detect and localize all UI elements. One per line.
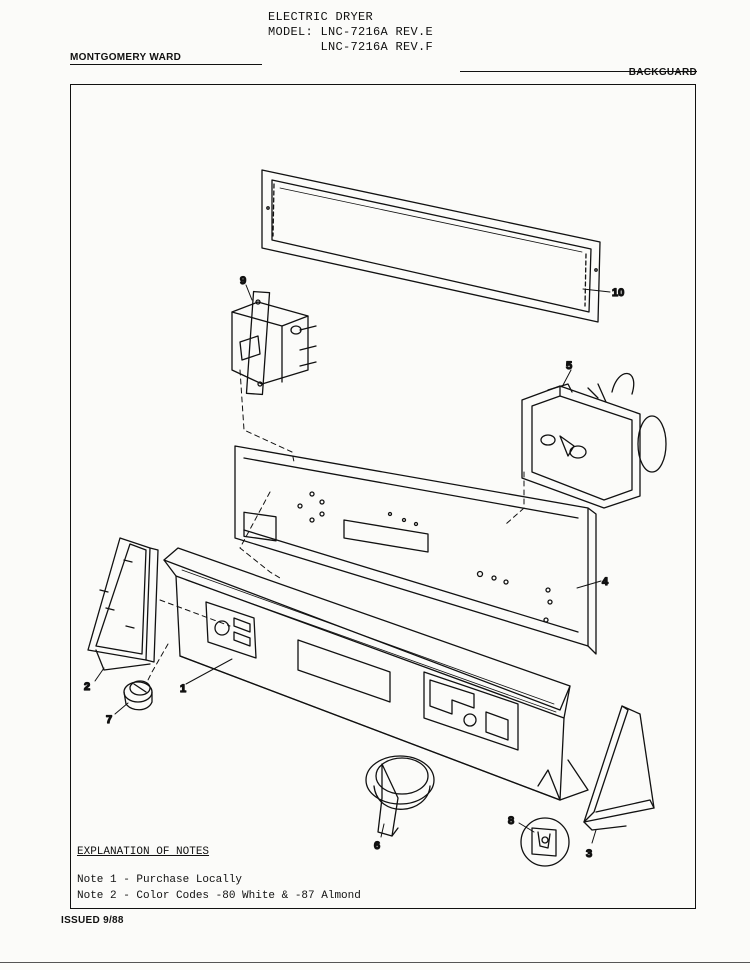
part-2-left-end-cap — [87, 537, 159, 671]
part-5-timer — [521, 372, 667, 509]
section-title: BACKGUARD — [628, 67, 697, 78]
callout-6: 6 — [374, 840, 380, 852]
callout-9: 9 — [240, 275, 246, 287]
part-1-console — [163, 547, 589, 801]
callout-1: 1 — [180, 683, 186, 695]
callout-8: 8 — [508, 815, 514, 827]
callout-7: 7 — [106, 714, 112, 726]
section-rule — [460, 71, 697, 72]
model-line-1: MODEL: LNC-7216A REV.E — [268, 25, 434, 39]
explanation-of-notes: EXPLANATION OF NOTES Note 1 - Purchase L… — [77, 845, 361, 903]
note-1: Note 1 - Purchase Locally — [77, 874, 243, 886]
part-4-control-panel — [234, 445, 597, 655]
callout-5: 5 — [566, 360, 572, 372]
part-7-knob — [123, 680, 153, 711]
notes-heading: EXPLANATION OF NOTES — [77, 846, 210, 858]
callout-3: 3 — [586, 848, 592, 860]
issued-date: ISSUED 9/88 — [61, 915, 124, 926]
footer-rule — [0, 962, 750, 963]
part-3-right-end-cap — [583, 705, 655, 831]
part-8-clip-detail — [520, 817, 570, 867]
title-line: ELECTRIC DRYER — [268, 10, 374, 24]
brand-name: MONTGOMERY WARD — [70, 52, 182, 63]
callout-4: 4 — [602, 576, 609, 588]
callout-10: 10 — [612, 287, 624, 299]
part-10-top-trim — [261, 169, 601, 323]
brand-underline — [70, 64, 262, 65]
diagram-frame — [70, 84, 696, 909]
part-9-switch — [231, 290, 317, 396]
assembly-lines — [145, 369, 525, 685]
callout-2: 2 — [84, 681, 90, 693]
note-2: Note 2 - Color Codes -80 White & -87 Alm… — [77, 890, 361, 902]
part-6-dial-knob — [365, 755, 435, 837]
model-line-2: LNC-7216A REV.F — [268, 40, 434, 54]
